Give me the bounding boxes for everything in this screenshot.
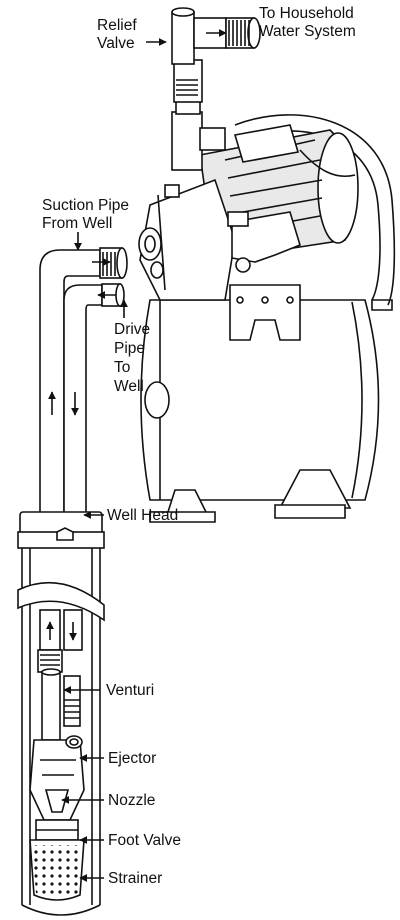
terminal-box — [233, 124, 300, 163]
label-suction-line1: Suction Pipe — [42, 197, 129, 214]
discharge-piping — [171, 7, 261, 171]
text-labels: Relief Valve To Household Water System S… — [42, 5, 356, 887]
relief-valve — [171, 11, 195, 65]
pressure-switch — [227, 211, 301, 273]
well-casing — [17, 548, 105, 916]
venturi-tube — [41, 671, 61, 741]
well-pipes — [39, 247, 128, 521]
nozzle-shape — [44, 789, 70, 813]
tank-feet — [149, 469, 352, 523]
label-ejector: Ejector — [108, 750, 156, 767]
tank-end-cap — [144, 381, 170, 419]
label-arrows — [61, 38, 167, 882]
label-household-line1: To Household — [259, 5, 354, 22]
label-venturi: Venturi — [106, 682, 154, 699]
label-drive-line3: To — [114, 359, 130, 376]
label-well-head: Well Head — [107, 507, 178, 524]
well-head — [17, 511, 105, 549]
ejector-assembly — [29, 609, 85, 901]
label-relief-line1: Relief — [97, 17, 137, 34]
pump-body — [138, 178, 236, 301]
label-nozzle: Nozzle — [108, 792, 155, 809]
label-drive-line2: Pipe — [114, 340, 145, 357]
label-relief-line2: Valve — [97, 35, 135, 52]
label-drive-line4: Well — [114, 378, 144, 395]
label-foot-valve: Foot Valve — [108, 832, 181, 849]
label-strainer: Strainer — [108, 870, 162, 887]
label-drive-line1: Drive — [114, 321, 150, 338]
label-suction-line2: From Well — [42, 215, 112, 232]
pressure-tank — [140, 284, 380, 501]
label-household-line2: Water System — [259, 23, 356, 40]
